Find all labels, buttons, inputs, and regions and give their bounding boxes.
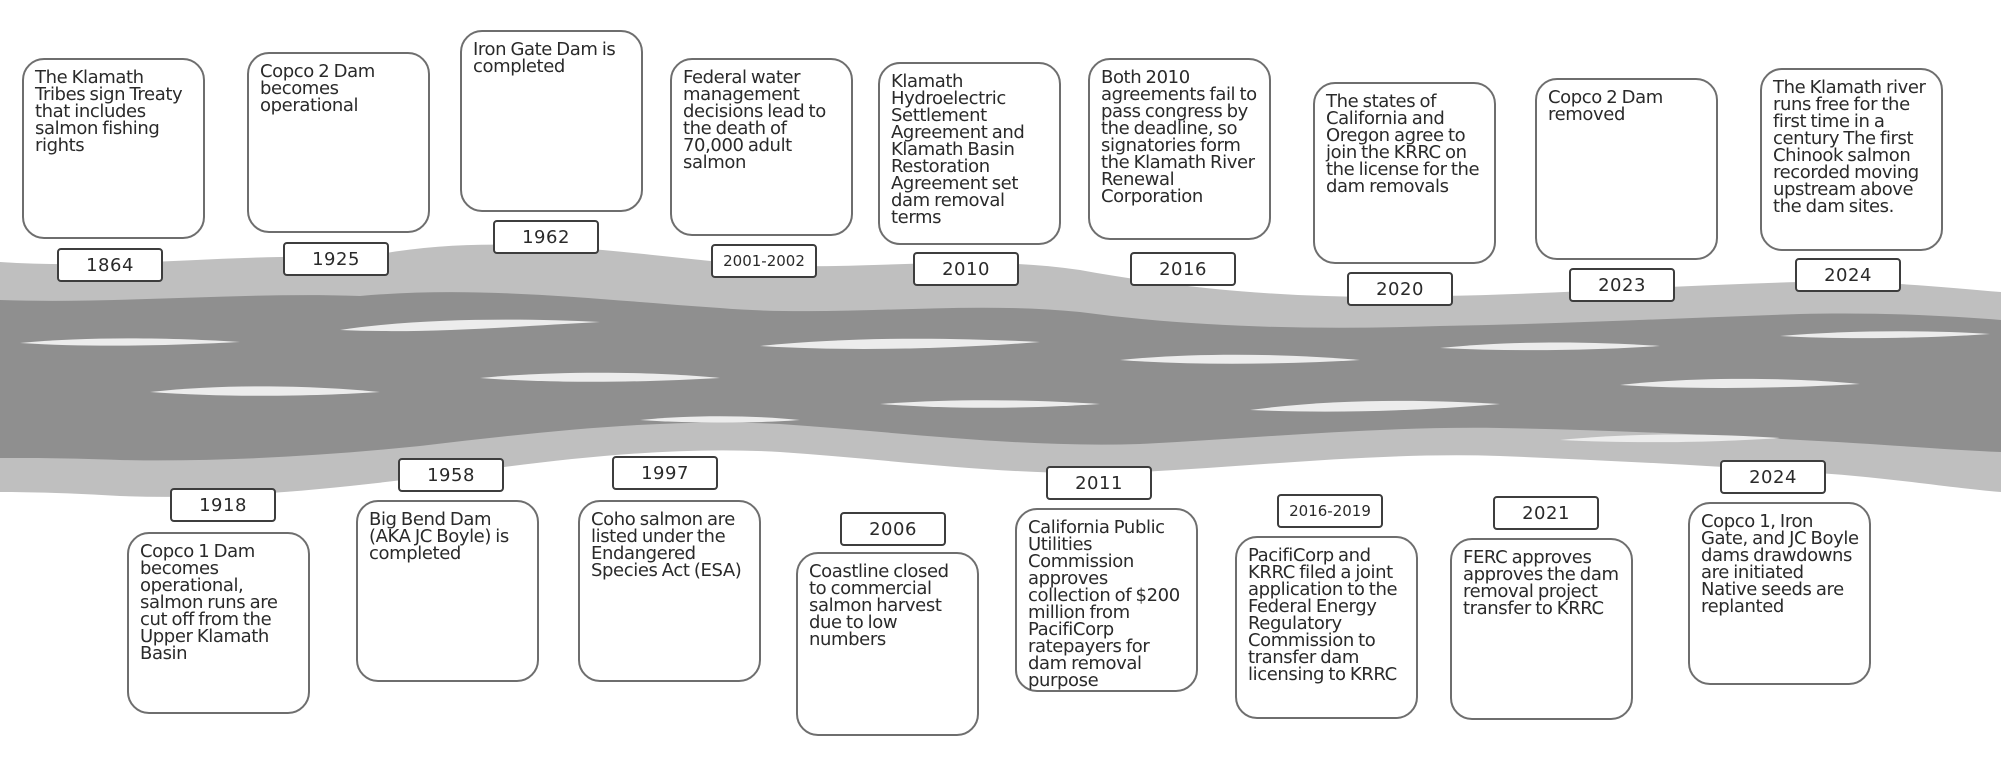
year-label-2001-2002: 2001-2002 <box>711 244 817 278</box>
event-description: The Klamath river runs free for the firs… <box>1773 77 1926 217</box>
year-label-1958: 1958 <box>398 458 504 492</box>
year-label-2016-2019: 2016-2019 <box>1277 494 1383 528</box>
event-card-2024-dams: Copco 1, Iron Gate, and JC Boyle dams dr… <box>1688 502 1871 685</box>
river-ripple <box>1250 400 1500 412</box>
river-ripple <box>880 400 1100 408</box>
year-label-2010: 2010 <box>913 252 1019 286</box>
event-description: Coastline closed to commercial salmon ha… <box>809 561 949 650</box>
river-ripple <box>1440 342 1660 351</box>
year-label-2021: 2021 <box>1493 496 1599 530</box>
year-label-2020: 2020 <box>1347 272 1453 306</box>
event-card-1925: Copco 2 Dam becomes operational <box>247 52 430 233</box>
event-description: Iron Gate Dam is completed <box>473 39 616 77</box>
year-label-1962: 1962 <box>493 220 599 254</box>
event-card-1918: Copco 1 Dam becomes operational, salmon … <box>127 532 310 714</box>
river-ripple <box>150 386 380 396</box>
river-ripple <box>1560 434 1780 443</box>
year-label-1925: 1925 <box>283 242 389 276</box>
river-channel <box>0 292 2001 461</box>
event-card-2020: The states of California and Oregon agre… <box>1313 82 1496 264</box>
event-description: Copco 2 Dam becomes operational <box>260 61 375 116</box>
event-description: The states of California and Oregon agre… <box>1326 91 1480 197</box>
river-highlights <box>20 319 1990 443</box>
event-description: Federal water management decisions lead … <box>683 67 826 173</box>
year-label-2024-dams: 2024 <box>1720 460 1826 494</box>
year-label-2011: 2011 <box>1046 466 1152 500</box>
event-description: Coho salmon are listed under the Endange… <box>591 509 742 581</box>
event-card-2010: Klamath Hydroelectric Settlement Agreeme… <box>878 62 1061 245</box>
year-label-2024-river: 2024 <box>1795 258 1901 292</box>
event-description: Copco 2 Dam removed <box>1548 87 1663 125</box>
year-label-1918: 1918 <box>170 488 276 522</box>
event-card-2024-river: The Klamath river runs free for the firs… <box>1760 68 1943 251</box>
river-ripple <box>1620 378 1860 388</box>
event-description: Big Bend Dam (AKA JC Boyle) is completed <box>369 509 509 564</box>
event-description: Copco 1 Dam becomes operational, salmon … <box>140 541 278 664</box>
event-card-2001-2002: Federal water management decisions lead … <box>670 58 853 236</box>
event-card-1962: Iron Gate Dam is completed <box>460 30 643 212</box>
event-description: The Klamath Tribes sign Treaty that incl… <box>35 67 183 156</box>
event-card-2021: FERC approves approves the dam removal p… <box>1450 538 1633 720</box>
year-label-2006: 2006 <box>840 512 946 546</box>
year-label-2023: 2023 <box>1569 268 1675 302</box>
event-description: PacifiCorp and KRRC filed a joint applic… <box>1248 545 1398 685</box>
event-description: Copco 1, Iron Gate, and JC Boyle dams dr… <box>1701 511 1859 617</box>
river-ripple <box>760 338 1040 349</box>
event-description: Both 2010 agreements fail to pass congre… <box>1101 67 1257 207</box>
river-ripple <box>1780 331 1990 339</box>
river-ripple <box>1120 354 1360 364</box>
event-card-2011: California Public Utilities Commission a… <box>1015 508 1198 692</box>
event-card-1997: Coho salmon are listed under the Endange… <box>578 500 761 682</box>
event-description: California Public Utilities Commission a… <box>1028 517 1180 691</box>
event-card-2016: Both 2010 agreements fail to pass congre… <box>1088 58 1271 240</box>
river-ripple <box>20 338 240 346</box>
event-card-2006: Coastline closed to commercial salmon ha… <box>796 552 979 736</box>
event-description: FERC approves approves the dam removal p… <box>1463 547 1619 619</box>
river-ripple <box>340 319 600 332</box>
event-card-2016-2019: PacifiCorp and KRRC filed a joint applic… <box>1235 536 1418 719</box>
event-card-2023: Copco 2 Dam removed <box>1535 78 1718 260</box>
year-label-2016: 2016 <box>1130 252 1236 286</box>
river-ripple <box>640 416 800 423</box>
year-label-1864: 1864 <box>57 248 163 282</box>
year-label-1997: 1997 <box>612 456 718 490</box>
event-card-1864: The Klamath Tribes sign Treaty that incl… <box>22 58 205 239</box>
event-card-1958: Big Bend Dam (AKA JC Boyle) is completed <box>356 500 539 682</box>
river-ripple <box>480 372 720 382</box>
event-description: Klamath Hydroelectric Settlement Agreeme… <box>891 71 1025 228</box>
